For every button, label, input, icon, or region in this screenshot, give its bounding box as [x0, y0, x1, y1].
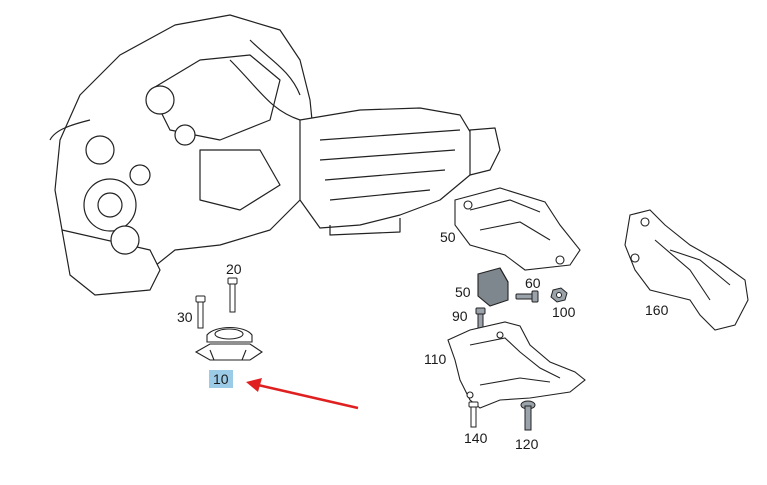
engine-mount-10-illustration	[194, 326, 263, 361]
part-label-120[interactable]: 120	[515, 436, 539, 452]
transmission-bracket-50-illustration	[454, 187, 581, 271]
part-label-30[interactable]: 30	[177, 309, 193, 325]
bolt-20-illustration	[227, 277, 238, 313]
part-label-100[interactable]: 100	[552, 304, 576, 320]
engine-transmission-illustration	[49, 14, 501, 296]
support-bracket-160-illustration	[624, 209, 749, 331]
crossmember-110-illustration	[447, 321, 586, 409]
part-label-50-mount[interactable]: 50	[455, 284, 471, 300]
part-label-140[interactable]: 140	[464, 430, 488, 446]
part-label-90[interactable]: 90	[452, 308, 468, 324]
bolt-120-illustration	[520, 400, 536, 431]
bolt-90-illustration	[475, 307, 486, 329]
part-label-50-bracket[interactable]: 50	[440, 229, 456, 245]
part-label-160[interactable]: 160	[645, 302, 669, 318]
bolt-140-illustration	[468, 401, 479, 428]
bolt-60-illustration	[515, 290, 539, 303]
part-label-110[interactable]: 110	[424, 351, 447, 367]
part-label-10[interactable]: 10	[209, 370, 233, 388]
nut-100-illustration	[550, 287, 568, 303]
part-label-60[interactable]: 60	[525, 275, 541, 291]
bolt-30-illustration	[195, 295, 206, 329]
rubber-mount-50-illustration	[477, 267, 509, 307]
part-label-20[interactable]: 20	[226, 261, 242, 277]
pointer-arrow	[246, 378, 359, 410]
